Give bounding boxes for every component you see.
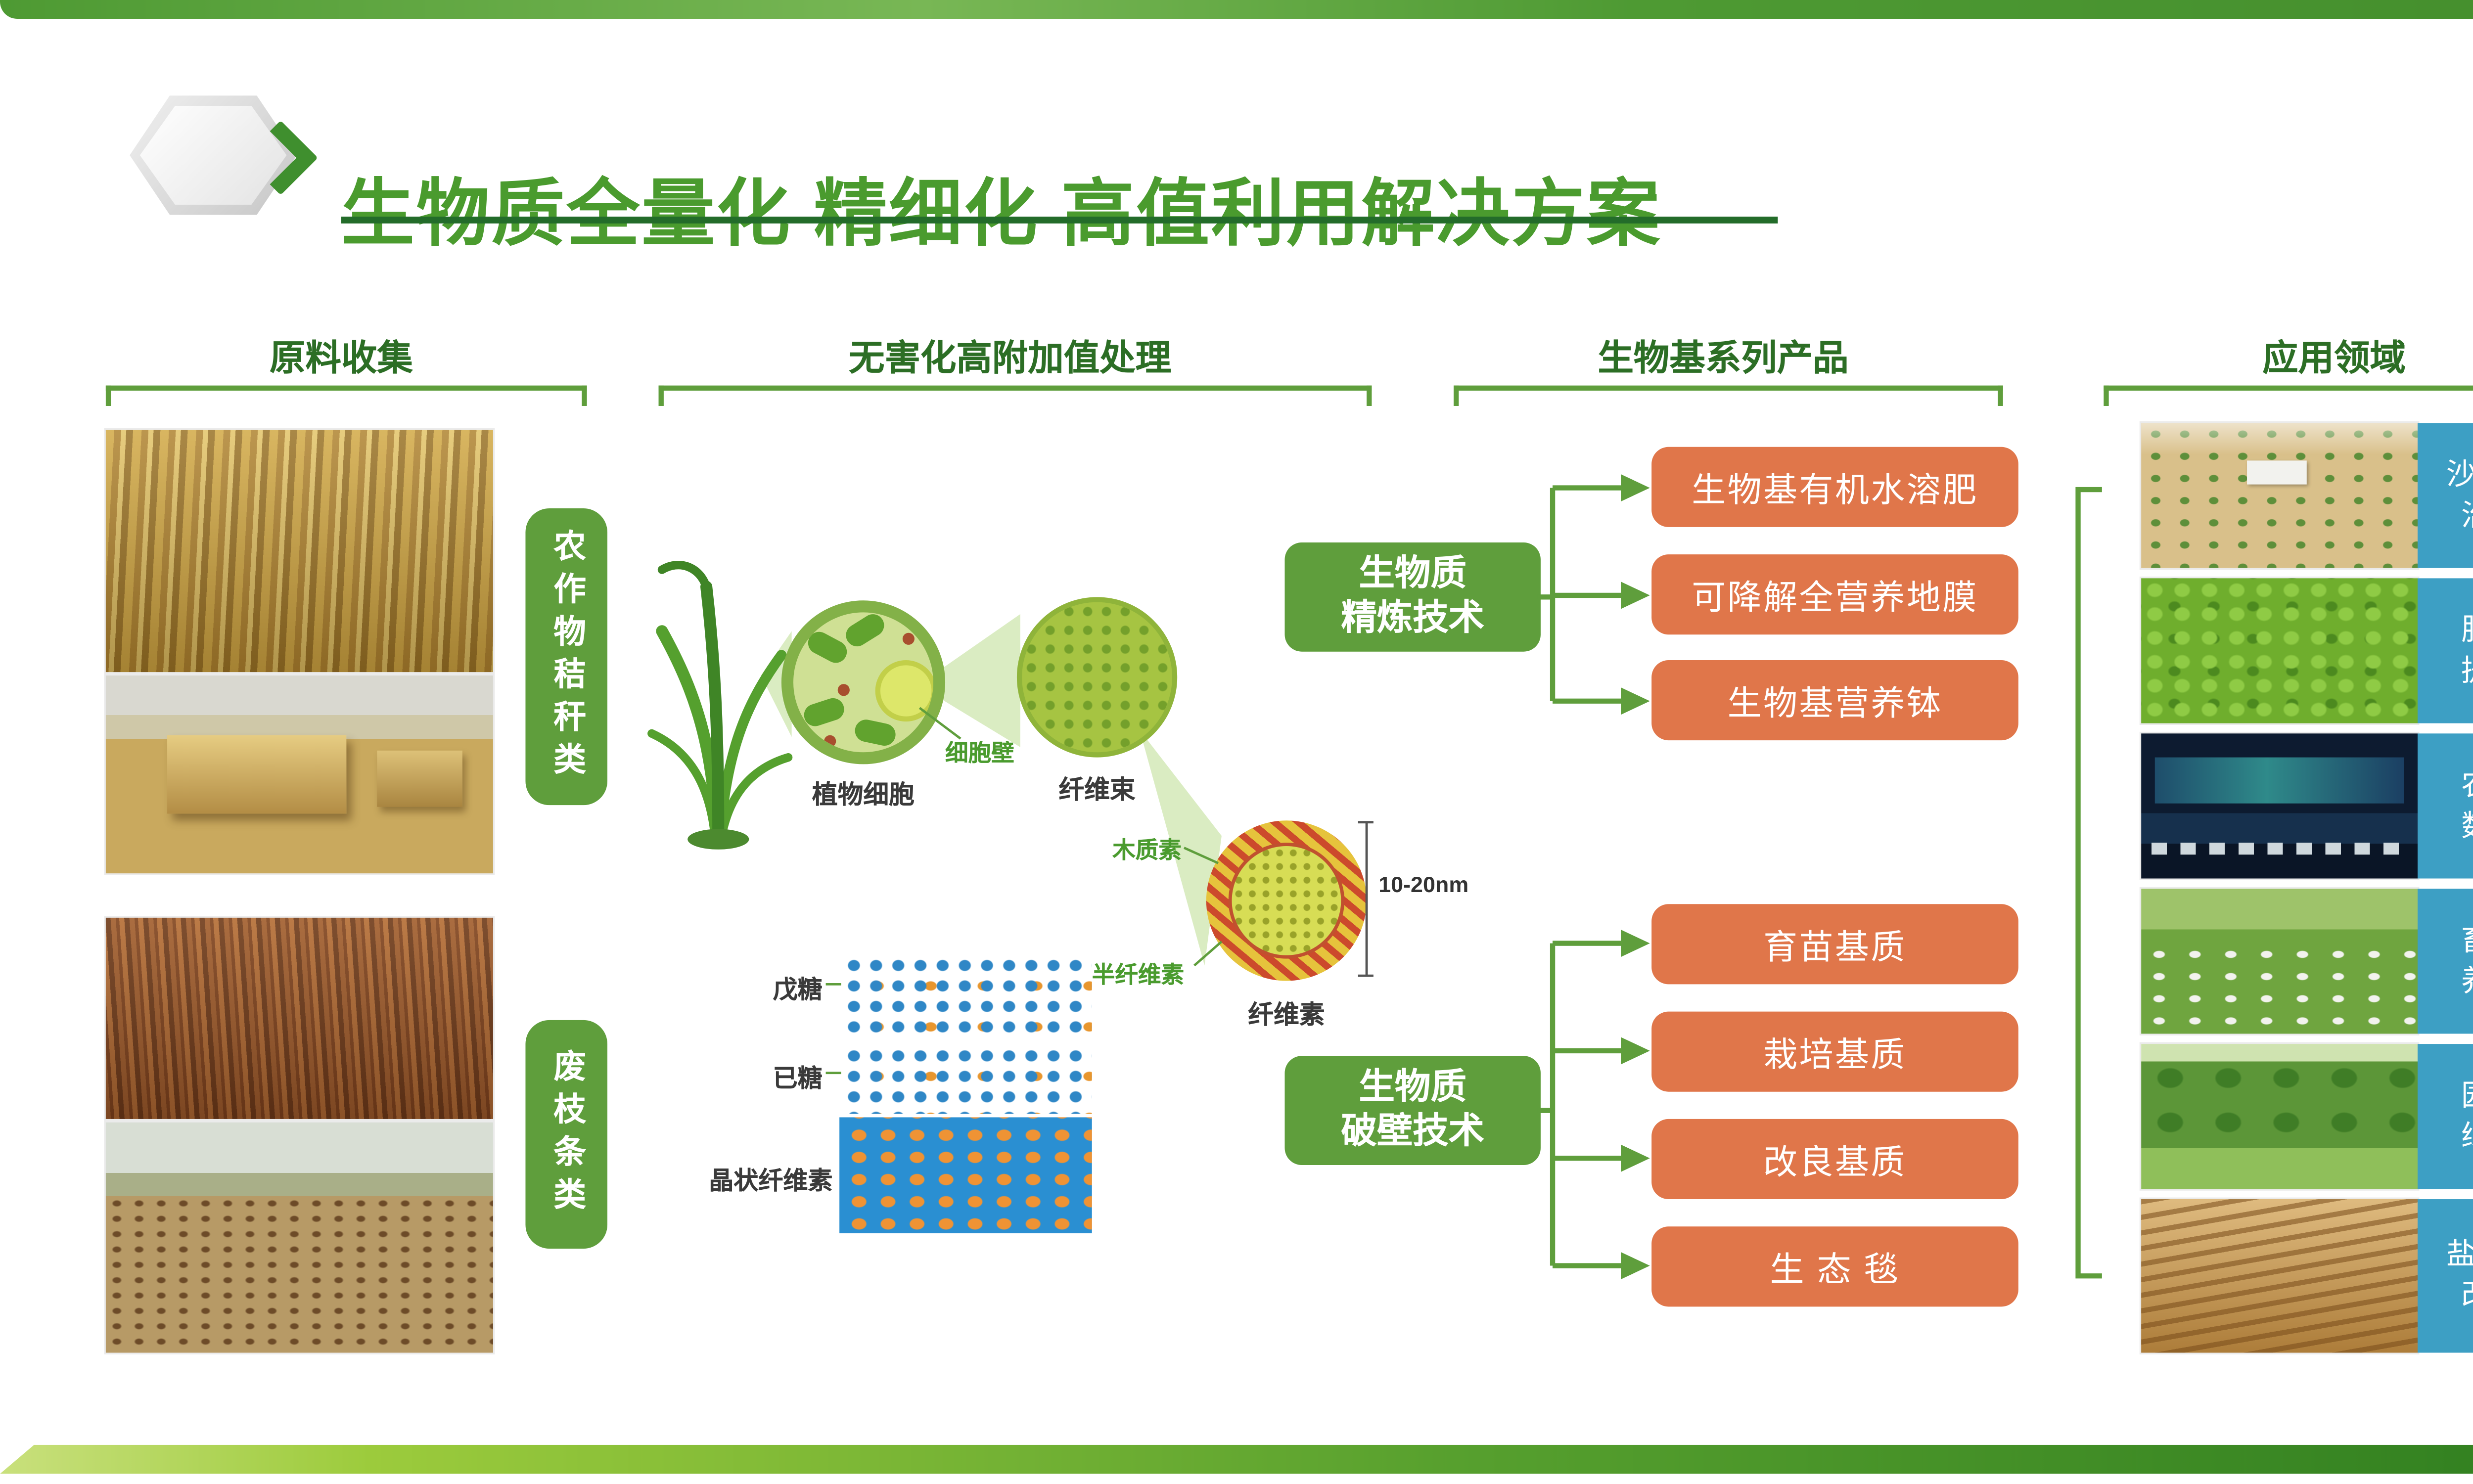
title-underline [341, 217, 1778, 224]
page-title: 生物质全量化 精细化 高值利用解决方案 [341, 174, 1662, 256]
park-trees-photo [2141, 1044, 2418, 1189]
fiber-bundle-label: 纤维束 [1058, 776, 1136, 806]
data-control-room-photo [2141, 733, 2418, 879]
hexagon-inner-shape [139, 105, 287, 205]
plant-cell-illustration [781, 600, 946, 764]
nucleus-shape [875, 660, 933, 722]
cell-wall-label: 细胞壁 [945, 740, 1014, 766]
sheep-grazing-photo [2141, 889, 2418, 1034]
column-header-applications: 应用领域 [2262, 339, 2406, 379]
cellulose-label: 纤维素 [1248, 1001, 1325, 1031]
application-label-landscaping: 园林 绿化 [2417, 1044, 2473, 1189]
column-header-products: 生物基系列产品 [1598, 339, 1849, 379]
product-item-nutrient-bowl: 生物基营养钵 [1651, 660, 2018, 741]
crystalline-cellulose-label: 晶状纤维素 [709, 1168, 833, 1196]
tech-box-refining: 生物质 精炼技术 [1284, 542, 1541, 652]
organelle-dot [837, 684, 850, 696]
organelle-dot [902, 632, 915, 645]
orchard-prunings-photo [105, 1122, 493, 1353]
red-branches-photo [105, 917, 493, 1119]
hexagon-chevron-icon [130, 95, 319, 215]
product-item-improvement-substrate: 改良基质 [1651, 1119, 2018, 1200]
plant-seedling-illustration [647, 561, 793, 850]
cellulose-core-shape [1228, 843, 1345, 959]
column-header-collection: 原料收集 [270, 339, 413, 379]
application-label-livestock: 畜牧 养殖 [2417, 889, 2473, 1034]
column-bracket-collection [105, 385, 587, 406]
column-bracket-processing [658, 385, 1372, 406]
category-label-waste-branches: 废枝条类 [525, 1020, 608, 1249]
chloroplast-shape [804, 628, 851, 667]
application-label-saline-soil: 盐碱地 改良 [2417, 1199, 2473, 1353]
fiber-cross-section-illustration [1206, 820, 1367, 981]
application-label-fertility: 肥力 提升 [2417, 578, 2473, 723]
column-header-processing: 无害化高附加值处理 [849, 339, 1172, 379]
crystalline-cellulose-diagram [839, 1117, 1092, 1234]
fiber-bundle-illustration [1016, 597, 1178, 758]
column-bracket-applications [2104, 385, 2473, 406]
tech-box-wall-breaking: 生物质 破壁技术 [1284, 1056, 1541, 1166]
organelle-dot [824, 735, 836, 747]
product-item-degradable-mulch-film: 可降解全营养地膜 [1651, 554, 2018, 635]
application-label-agri-data: 农业 数据 [2417, 733, 2473, 879]
category-label-crop-straw: 农作物秸秆类 [525, 508, 608, 806]
chloroplast-shape [841, 612, 888, 651]
vegetable-field-photo [2141, 578, 2418, 723]
scale-measurement-label: 10-20nm [1378, 871, 1469, 898]
hexose-molecule-diagram [843, 1045, 1092, 1114]
product-item-seedling-substrate: 育苗基质 [1651, 904, 2018, 985]
pentose-label: 戊糖 [773, 977, 823, 1005]
product-item-eco-blanket: 生 态 毯 [1651, 1226, 2018, 1307]
pentose-molecule-diagram [843, 955, 1092, 1034]
straw-bales-photo [105, 675, 493, 874]
plowed-soil-photo [2141, 1199, 2418, 1353]
desert-restoration-photo [2141, 423, 2418, 568]
column-bracket-products [1454, 385, 2003, 406]
plant-cell-label: 植物细胞 [812, 781, 915, 810]
chloroplast-shape [853, 718, 898, 748]
application-label-desertification: 沙漠化 治理 [2417, 423, 2473, 568]
lignin-label: 木质素 [1112, 837, 1182, 863]
top-accent-bar [0, 0, 2473, 19]
corn-stalks-photo [105, 430, 493, 673]
product-item-cultivation-substrate: 栽培基质 [1651, 1011, 2018, 1092]
bottom-accent-bar [0, 1445, 2473, 1474]
hemicellulose-label: 半纤维素 [1092, 962, 1184, 988]
chloroplast-shape [801, 695, 847, 729]
product-item-water-soluble-fertilizer: 生物基有机水溶肥 [1651, 447, 2018, 527]
hexose-label: 已糖 [773, 1066, 823, 1094]
